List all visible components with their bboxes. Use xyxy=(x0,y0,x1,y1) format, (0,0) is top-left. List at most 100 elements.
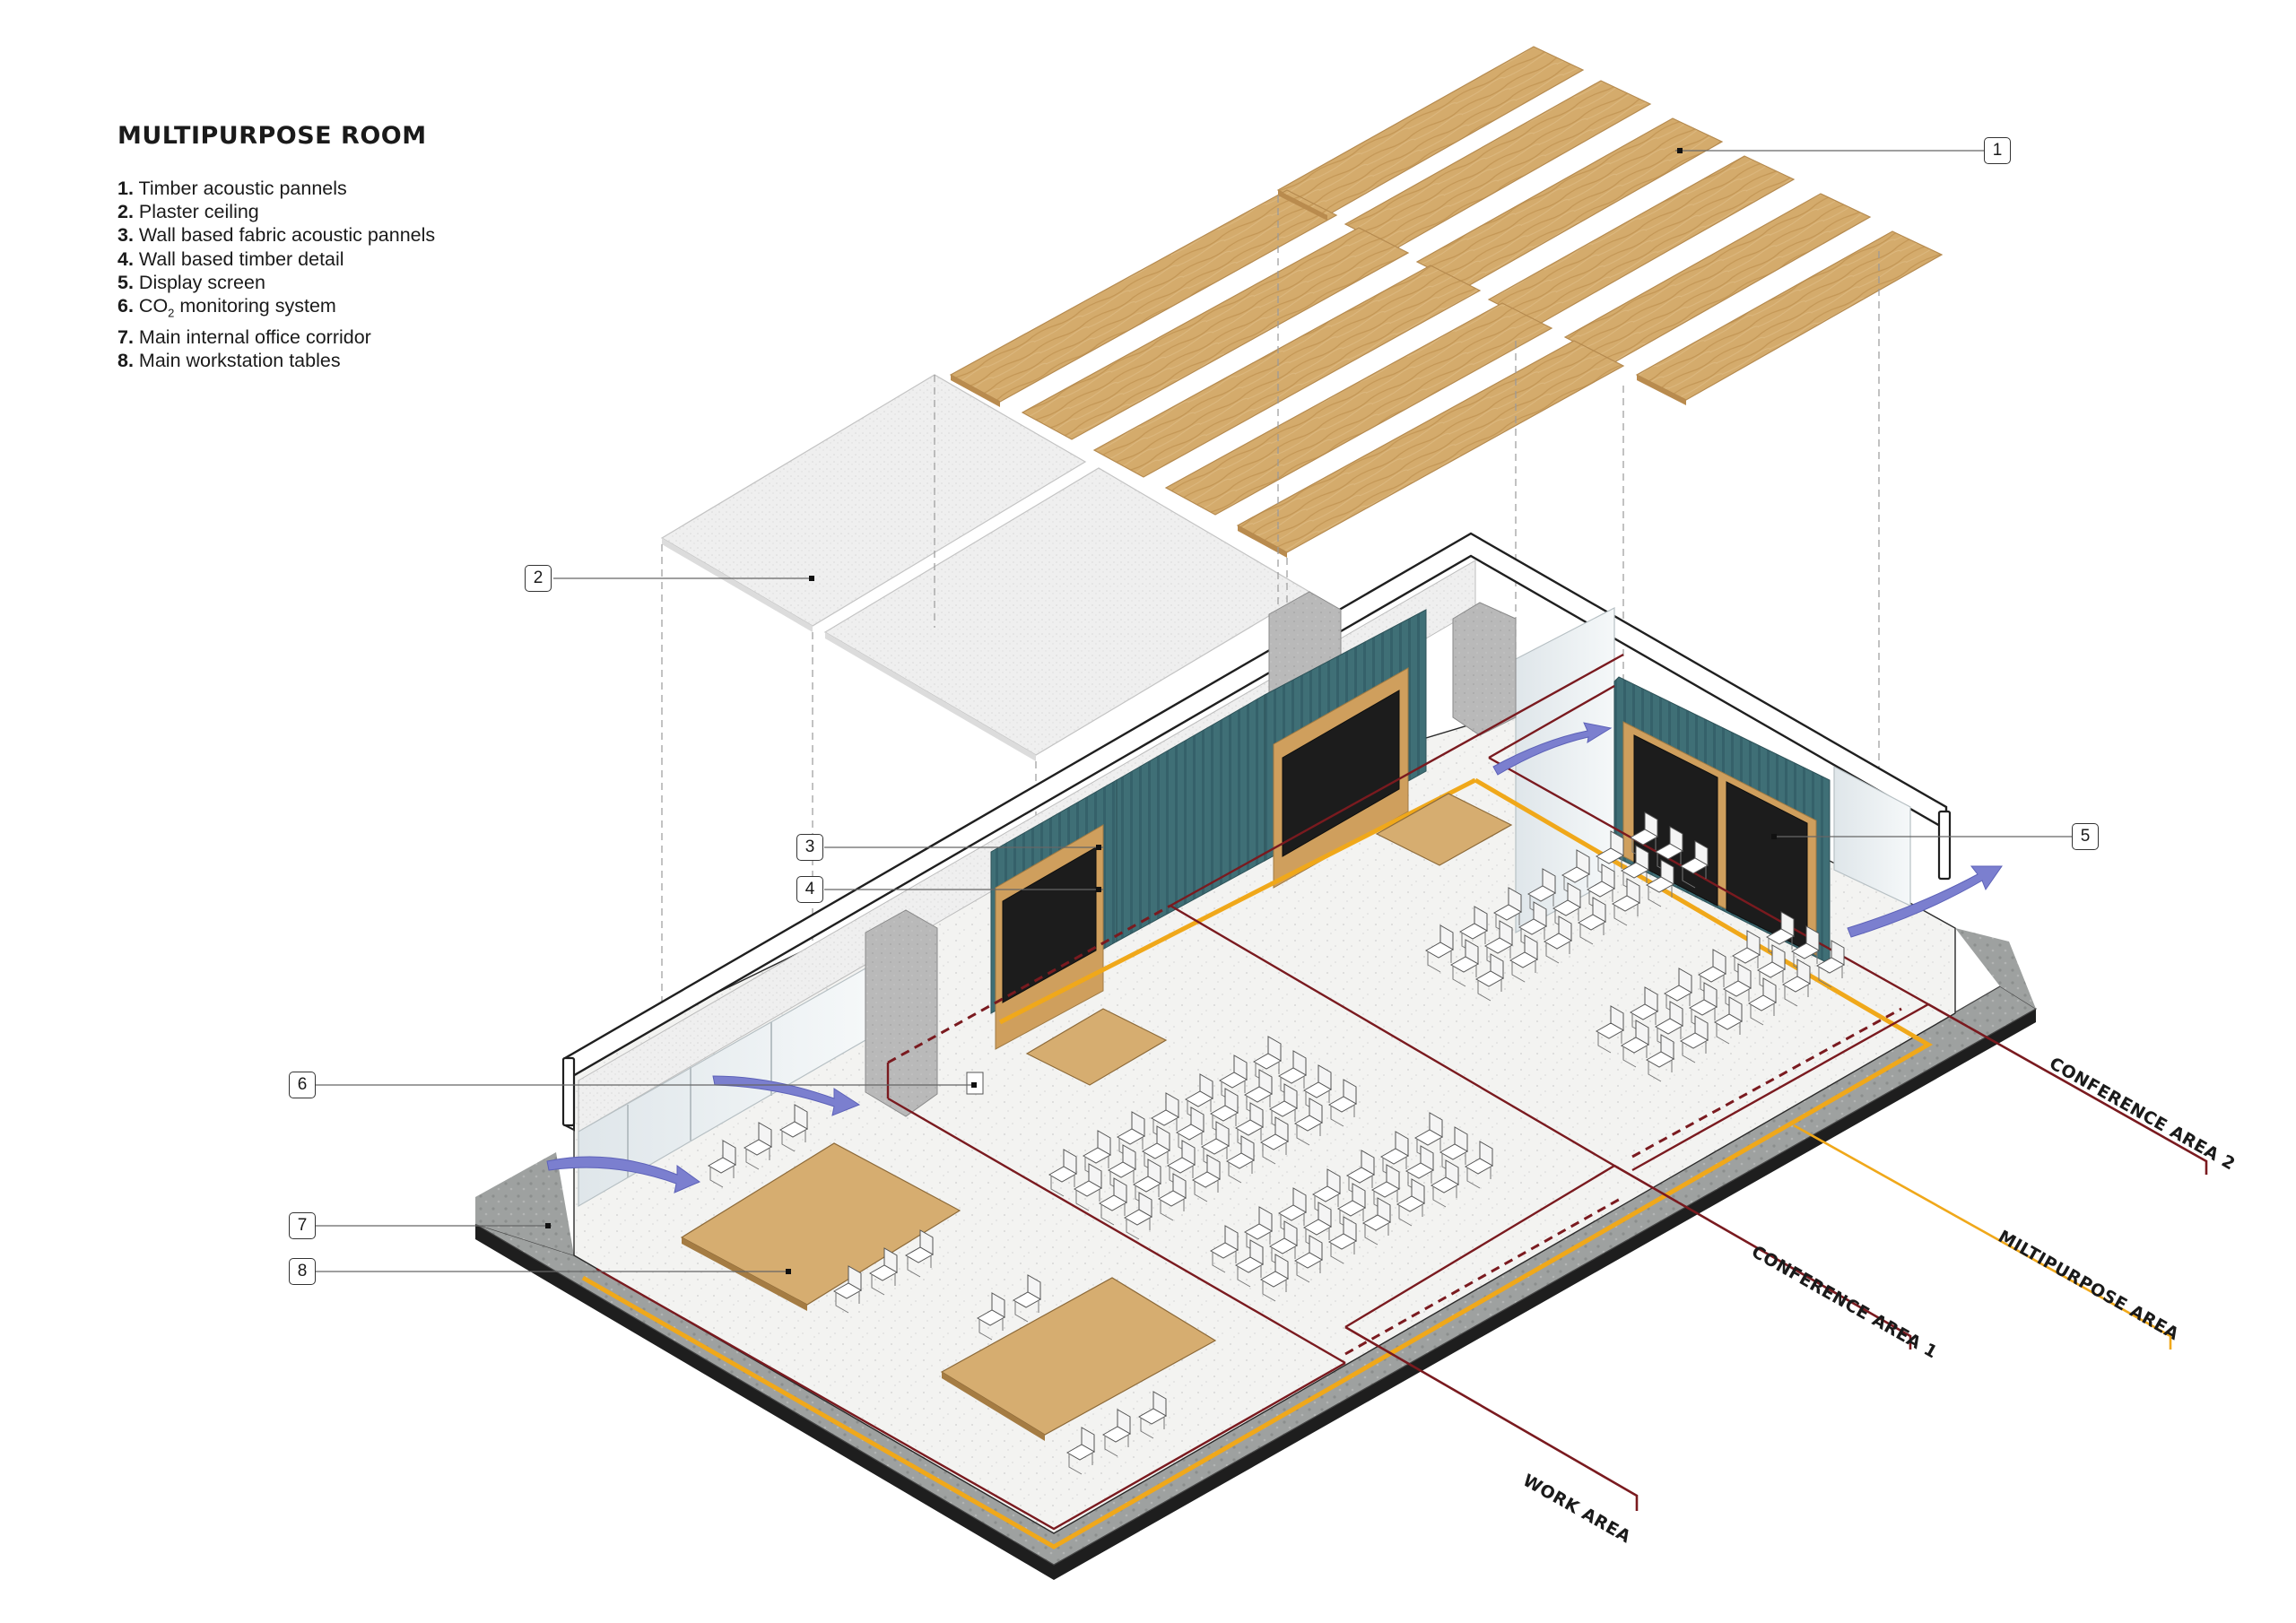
legend-label: CO2 monitoring system xyxy=(138,295,336,320)
chair xyxy=(1234,1102,1265,1150)
callout-3: 3 xyxy=(796,834,823,861)
conference-table-1 xyxy=(1025,1008,1168,1086)
legend-label: Main workstation tables xyxy=(138,349,341,371)
chair xyxy=(1396,1178,1426,1227)
chair xyxy=(1065,1427,1096,1475)
chair xyxy=(707,1140,737,1188)
display-screen-2 xyxy=(1282,690,1400,857)
chair xyxy=(1327,1216,1358,1264)
chair xyxy=(1218,1055,1248,1103)
legend-item-4: 4. Wall based timber detail xyxy=(117,247,344,270)
legend-label: Wall based fabric acoustic pannels xyxy=(138,224,436,247)
chair xyxy=(1611,878,1641,926)
chair xyxy=(976,1292,1006,1341)
zone-multipurpose-outline xyxy=(581,777,1933,1549)
chair xyxy=(1184,1073,1214,1122)
chair xyxy=(1430,1159,1460,1208)
chair xyxy=(1663,968,1693,1016)
chair xyxy=(1137,1391,1168,1439)
legend-item-6: 6. CO2 monitoring system xyxy=(117,295,336,320)
diagram-title: MULTIPURPOSE ROOM xyxy=(117,122,427,150)
chair xyxy=(1688,982,1718,1030)
chair xyxy=(1449,939,1480,987)
chair xyxy=(1327,1079,1358,1127)
legend-item-2: 2. Plaster ceiling xyxy=(117,201,259,223)
chair xyxy=(1424,924,1455,973)
chair xyxy=(1243,1069,1274,1117)
timber-acoustic-panels xyxy=(949,46,1944,558)
chair xyxy=(1543,916,1573,964)
chair xyxy=(1123,1192,1153,1240)
chair xyxy=(1765,911,1796,959)
chair xyxy=(1679,1015,1709,1063)
chair xyxy=(1302,1064,1333,1113)
callout-5: 5 xyxy=(2072,823,2099,850)
legend-item-8: 8. Main workstation tables xyxy=(117,349,341,371)
chair xyxy=(1345,1150,1376,1198)
callout-8: 8 xyxy=(289,1258,316,1285)
chair xyxy=(1654,1001,1684,1049)
chair xyxy=(1595,1005,1625,1054)
chair xyxy=(1225,1135,1256,1184)
legend-item-5: 5. Display screen xyxy=(117,271,265,293)
chair xyxy=(1012,1274,1042,1323)
legend-item-1: 1. Timber acoustic pannels xyxy=(117,178,347,199)
chair xyxy=(1361,1197,1392,1245)
chair xyxy=(1474,953,1505,1002)
zone-work-outline xyxy=(596,1063,1346,1531)
chair xyxy=(1166,1140,1196,1188)
callout-leader-dots xyxy=(545,148,1777,1274)
chair xyxy=(1336,1183,1367,1231)
callout-7: 7 xyxy=(289,1212,316,1239)
chair xyxy=(1464,1141,1494,1189)
zone-leader-lines xyxy=(1344,1002,2208,1511)
chair xyxy=(1132,1159,1162,1207)
chair xyxy=(1268,1220,1299,1269)
chair xyxy=(1277,1050,1308,1098)
chair xyxy=(1157,1173,1187,1221)
conference-chairs xyxy=(707,812,1846,1475)
chair xyxy=(1697,949,1727,997)
chair xyxy=(1259,1116,1290,1165)
chair xyxy=(1252,1036,1283,1084)
chair xyxy=(904,1229,935,1278)
chair xyxy=(743,1122,773,1170)
legend-label: Display screen xyxy=(138,271,265,293)
chair xyxy=(1150,1092,1180,1141)
chair xyxy=(1645,1034,1675,1082)
chair xyxy=(1175,1107,1205,1155)
workstation-table-2 xyxy=(940,1277,1217,1436)
legend-item-3: 3. Wall based fabric acoustic pannels xyxy=(117,224,436,247)
chair xyxy=(1209,1225,1239,1273)
legend-item-7: 7. Main internal office corridor xyxy=(117,325,371,348)
chair xyxy=(1595,830,1625,879)
chair xyxy=(1073,1163,1103,1211)
chair xyxy=(1101,1409,1132,1457)
chair xyxy=(1654,826,1684,874)
chair xyxy=(1048,1149,1078,1197)
chair xyxy=(1141,1125,1171,1174)
chair xyxy=(1405,1145,1435,1193)
airflow-arrows xyxy=(546,722,2003,1193)
chair xyxy=(1713,996,1744,1045)
chair xyxy=(1645,859,1675,907)
legend-label: Timber acoustic pannels xyxy=(138,178,347,199)
chair xyxy=(1098,1177,1128,1226)
chair xyxy=(778,1104,809,1152)
legend-label: Wall based timber detail xyxy=(138,247,344,270)
chair xyxy=(832,1265,863,1314)
chair xyxy=(1277,1187,1308,1236)
chair xyxy=(1747,977,1778,1026)
legend: 1. Timber acoustic pannels 2. Plaster ce… xyxy=(117,177,435,372)
chair xyxy=(1620,845,1650,893)
display-screen-1 xyxy=(1002,846,1097,1003)
chair xyxy=(1509,934,1539,983)
chair xyxy=(1234,1239,1265,1288)
callout-6: 6 xyxy=(289,1072,316,1098)
callout-4: 4 xyxy=(796,876,823,903)
chair xyxy=(1311,1168,1342,1217)
chair xyxy=(1629,812,1659,860)
chair xyxy=(1620,1020,1650,1068)
callout-1: 1 xyxy=(1984,137,2011,164)
